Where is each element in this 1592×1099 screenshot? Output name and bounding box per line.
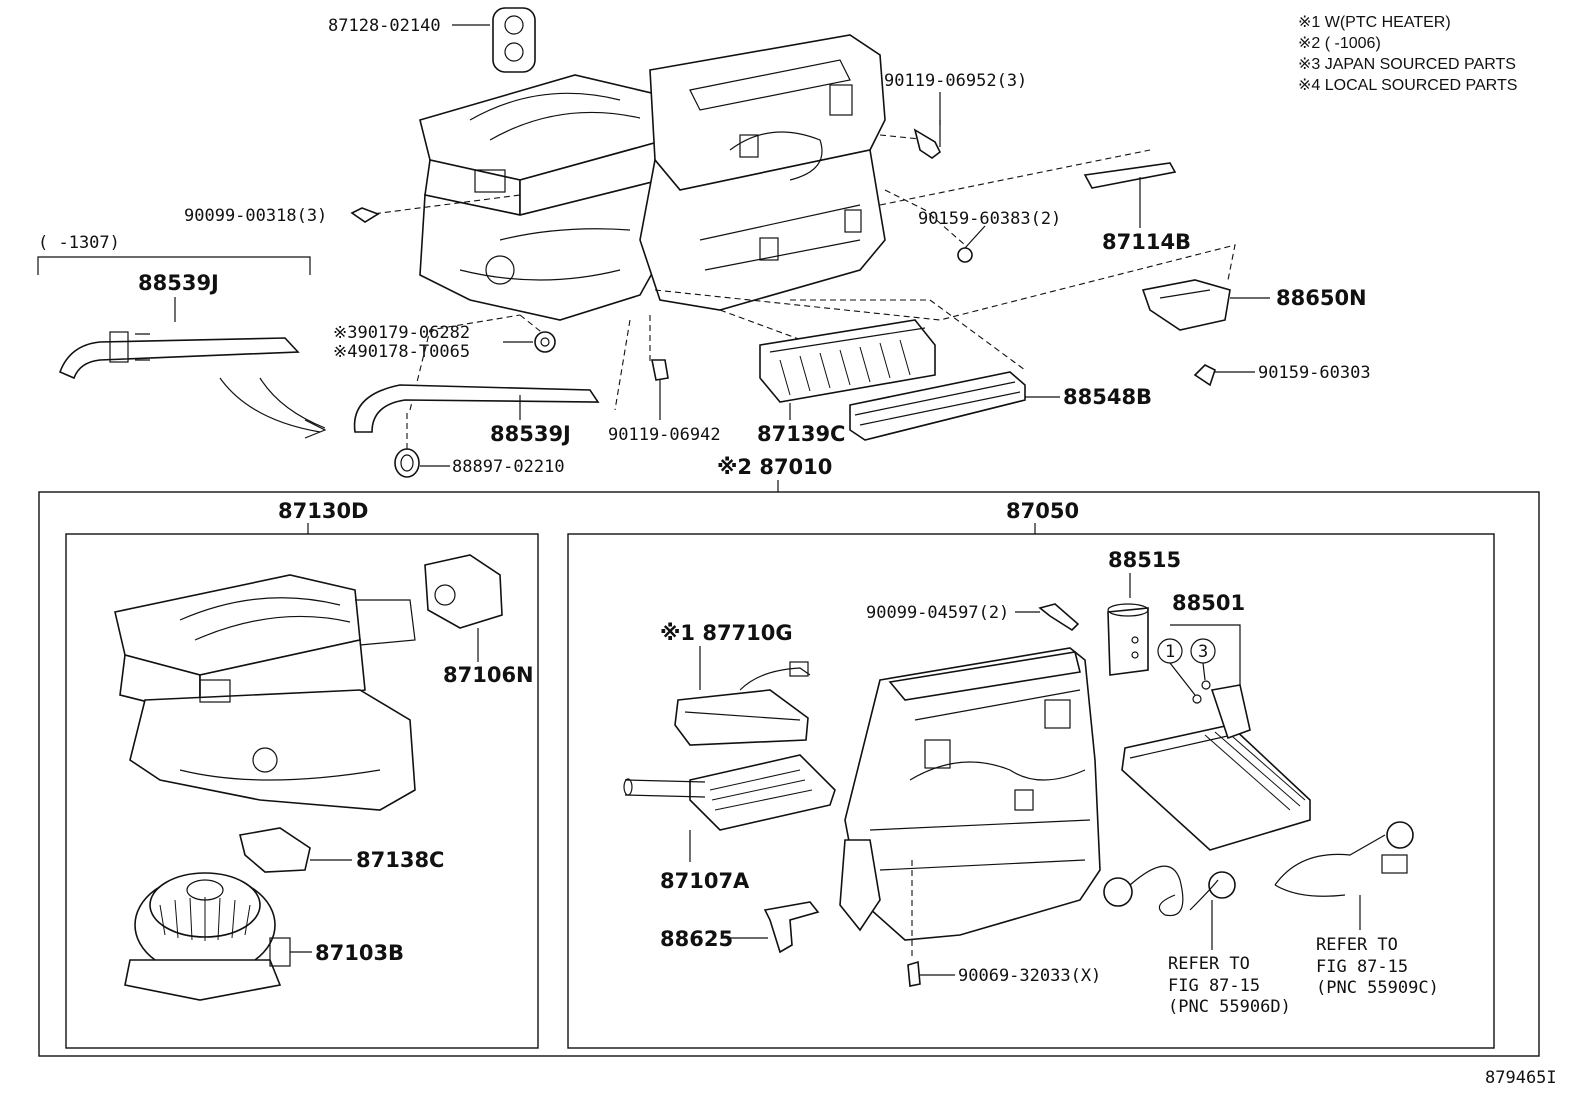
label-90159-60383[interactable]: 90159-60383(2) — [918, 209, 1061, 229]
label-87710G[interactable]: ※1 87710G — [660, 621, 793, 645]
heater-case-87050-illustration — [839, 647, 1101, 960]
label-88548B[interactable]: 88548B — [1063, 385, 1152, 409]
heater-case-illustration — [639, 34, 886, 311]
ref1-line3: (PNC 55906D) — [1168, 997, 1291, 1017]
group-87050-frame — [567, 533, 1495, 1049]
ref2-line3: (PNC 55909C) — [1316, 978, 1439, 998]
ref2-line2[interactable]: FIG 87-15 — [1316, 957, 1408, 977]
label-87130D[interactable]: 87130D — [278, 499, 369, 523]
bolt-90119b-illustration — [651, 359, 669, 420]
circle-label-3: 3 — [1198, 642, 1208, 662]
label-88897-02210[interactable]: 88897-02210 — [452, 457, 565, 477]
ptc-heater-87710g-illustration — [674, 661, 811, 746]
filter-case-88548b-illustration — [849, 371, 1060, 441]
label-range-1307: ( -1307) — [38, 233, 120, 253]
resistor-87138c-illustration — [239, 827, 352, 873]
label-90178-T0065[interactable]: ※490178-T0065 — [333, 342, 470, 362]
label-87128[interactable]: 87128-02140 — [328, 16, 441, 36]
sensor-55906d-illustration — [1103, 865, 1236, 950]
ref2-line1: REFER TO — [1316, 935, 1398, 955]
figure-id: 879465I — [1485, 1068, 1557, 1088]
sensor-55909c-illustration — [1274, 821, 1414, 930]
servo-motor-87106n-illustration — [424, 554, 503, 662]
label-90179-06282[interactable]: ※390179-06282 — [333, 323, 470, 343]
label-87139C[interactable]: 87139C — [757, 422, 845, 446]
drain-hose-88539j-old-illustration — [58, 331, 300, 380]
expansion-valve-88515-illustration — [1107, 603, 1149, 676]
o-ring-3-callout: 3 — [1190, 638, 1216, 690]
label-90159-60303[interactable]: 90159-60303 — [1258, 363, 1371, 383]
label-90069-32033[interactable]: 90069-32033(X) — [958, 966, 1101, 986]
drain-hose-88539j-new-illustration — [353, 384, 600, 433]
label-88625[interactable]: 88625 — [660, 927, 733, 951]
group-87130d-frame — [65, 533, 539, 1049]
screw-90069-illustration — [907, 960, 955, 987]
heater-core-87107a-illustration — [623, 754, 836, 862]
note-2: ※2 ( -1006) — [1298, 35, 1381, 52]
blower-unit-illustration — [419, 74, 666, 321]
label-87107A[interactable]: 87107A — [660, 869, 750, 893]
screw-90159b-illustration — [1193, 364, 1255, 387]
label-87114B[interactable]: 87114B — [1102, 230, 1191, 254]
o-ring-1-callout: 1 — [1157, 638, 1202, 704]
label-87138C[interactable]: 87138C — [356, 848, 444, 872]
sensor-88650n-illustration — [1141, 279, 1270, 331]
blower-housing-87130d-illustration — [114, 574, 416, 811]
grommet-88897-illustration — [394, 410, 450, 478]
note-4: ※4 LOCAL SOURCED PARTS — [1298, 77, 1517, 94]
label-90099-00318[interactable]: 90099-00318(3) — [184, 206, 327, 226]
wire-harness-88625-illustration — [722, 901, 820, 954]
screw-90159a-illustration — [957, 225, 986, 263]
ref1-line1: REFER TO — [1168, 954, 1250, 974]
bolt-90099b-illustration — [1015, 603, 1080, 632]
arrow-curve-2 — [259, 377, 326, 429]
leader-88501 — [1170, 624, 1241, 690]
nut-90179-illustration — [503, 331, 556, 353]
note-1: ※1 W(PTC HEATER) — [1298, 14, 1451, 31]
label-88501[interactable]: 88501 — [1172, 591, 1245, 615]
range-bracket — [37, 256, 311, 275]
label-88515[interactable]: 88515 — [1108, 548, 1181, 572]
label-90119-06942[interactable]: 90119-06942 — [608, 425, 721, 445]
ref1-line2[interactable]: FIG 87-15 — [1168, 976, 1260, 996]
notes-legend: ※1 W(PTC HEATER) ※2 ( -1006) ※3 JAPAN SO… — [1298, 14, 1517, 94]
bolt-90119a-illustration — [913, 120, 942, 159]
note-3: ※3 JAPAN SOURCED PARTS — [1298, 56, 1516, 73]
filter-cover-87114b-illustration — [1083, 162, 1177, 228]
screw-90099a-illustration — [350, 207, 380, 223]
label-90119-06952[interactable]: 90119-06952(3) — [884, 71, 1027, 91]
label-87050[interactable]: 87050 — [1006, 499, 1079, 523]
arrow-head — [304, 419, 327, 439]
assembly-87010-frame — [38, 491, 1540, 1057]
arrow-curve-1 — [219, 377, 321, 433]
label-88539J-top[interactable]: 88539J — [138, 271, 219, 295]
circle-label-1: 1 — [1165, 642, 1175, 662]
label-88650N[interactable]: 88650N — [1276, 286, 1367, 310]
blower-motor-87103b-illustration — [124, 872, 312, 1001]
evaporator-88501-illustration — [1121, 684, 1311, 851]
grommet-87128-illustration — [452, 7, 536, 73]
air-filter-87139c-illustration — [759, 319, 936, 420]
label-87106N[interactable]: 87106N — [443, 663, 534, 687]
label-88539J-bottom[interactable]: 88539J — [490, 422, 571, 446]
label-87103B[interactable]: 87103B — [315, 941, 404, 965]
label-87010-assembly[interactable]: ※2 87010 — [717, 455, 832, 479]
label-90099-04597[interactable]: 90099-04597(2) — [866, 603, 1009, 623]
